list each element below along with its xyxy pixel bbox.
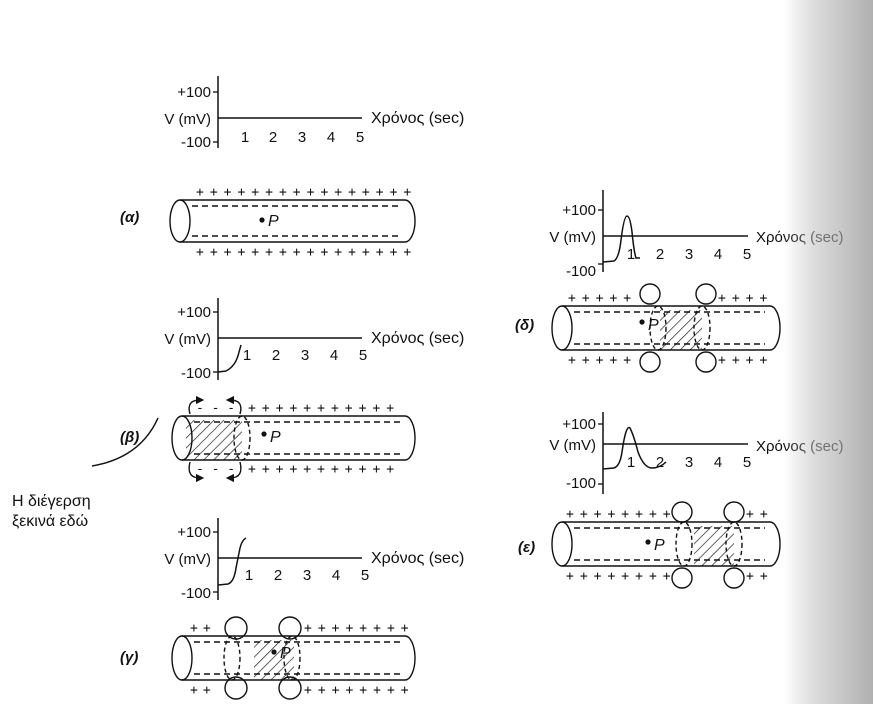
graph-c-tick: 3 bbox=[303, 567, 311, 584]
graph-a-tick: 5 bbox=[356, 129, 364, 146]
axon-d-plus-top-right: ++++ bbox=[718, 291, 773, 306]
axon-c-plus-bottom-left: ++ bbox=[190, 683, 216, 698]
graph-a-vtop-label: +100 bbox=[177, 84, 211, 101]
annotation-line-1: Η διέγερση bbox=[12, 493, 91, 510]
graph-b: +100 V (mV) -100 Χρόνος (sec) 1 2 3 4 5 bbox=[164, 298, 464, 382]
graph-b-tick: 4 bbox=[330, 347, 338, 364]
graph-c-tick: 4 bbox=[332, 567, 340, 584]
graph-b-v-label: V (mV) bbox=[164, 331, 211, 348]
graph-c-tick: 1 bbox=[245, 567, 253, 584]
scan-shadow-edge bbox=[783, 0, 873, 704]
point-p-e bbox=[645, 539, 650, 544]
graph-e-tick: 5 bbox=[743, 454, 751, 471]
point-p-b bbox=[261, 431, 266, 436]
graph-a-tick: 3 bbox=[298, 129, 306, 146]
point-p-b-label: P bbox=[270, 429, 281, 446]
graph-c-v-label: V (mV) bbox=[164, 551, 211, 568]
graph-a-v-label: V (mV) bbox=[164, 111, 211, 128]
graph-c-vtop-label: +100 bbox=[177, 524, 211, 541]
axon-e-plus-bottom-right: ++ bbox=[746, 569, 774, 584]
axon-a-plus-top: ++++++++++++++++ bbox=[196, 185, 417, 200]
graph-e-tick: 1 bbox=[627, 454, 635, 471]
graph-c-tick: 2 bbox=[274, 567, 282, 584]
graph-d-v-label: V (mV) bbox=[549, 229, 596, 246]
point-p-d bbox=[639, 319, 644, 324]
axon-e-plus-bottom-left: ++++++++ bbox=[566, 569, 677, 584]
axon-c-plus-top-right: ++++++++ bbox=[304, 621, 415, 636]
graph-c-vbottom-label: -100 bbox=[181, 585, 211, 602]
graph-b-vbottom-label: -100 bbox=[181, 365, 211, 382]
graph-b-tick: 2 bbox=[272, 347, 280, 364]
graph-d-tick: 4 bbox=[714, 246, 722, 263]
panel-label-b: (β) bbox=[120, 429, 139, 446]
graph-d-vtop-label: +100 bbox=[562, 202, 596, 219]
graph-e-vbottom-label: -100 bbox=[566, 475, 596, 492]
graph-e-vtop-label: +100 bbox=[562, 416, 596, 433]
graph-b-vtop-label: +100 bbox=[177, 304, 211, 321]
graph-b-tick: 3 bbox=[301, 347, 309, 364]
point-p-a bbox=[259, 217, 264, 222]
graph-d-tick: 5 bbox=[743, 246, 751, 263]
graph-a-time-label: Χρόνος (sec) bbox=[371, 110, 464, 127]
graph-a: +100 V (mV) -100 Χρόνος (sec) 1 2 3 4 5 bbox=[164, 76, 464, 151]
graph-c: +100 V (mV) -100 Χρόνος (sec) 1 2 3 4 5 bbox=[164, 518, 464, 602]
graph-d-vbottom-label: -100 bbox=[566, 263, 596, 280]
graph-a-tick: 2 bbox=[269, 129, 277, 146]
axon-a bbox=[170, 200, 415, 242]
panel-label-e: (ε) bbox=[518, 539, 535, 556]
axon-d-plus-top-left: +++++ bbox=[568, 291, 637, 306]
graph-d-tick: 3 bbox=[685, 246, 693, 263]
graph-e-v-label: V (mV) bbox=[549, 437, 596, 454]
axon-c-plus-top-left: ++ bbox=[190, 621, 216, 636]
panel-label-d: (δ) bbox=[515, 317, 534, 334]
axon-e-plus-top-right: ++ bbox=[746, 507, 774, 522]
graph-a-vbottom-label: -100 bbox=[181, 134, 211, 151]
graph-c-time-label: Χρόνος (sec) bbox=[371, 550, 464, 567]
point-p-c bbox=[271, 649, 276, 654]
axon-b-minus-top: - - - bbox=[196, 401, 235, 416]
graph-e-tick: 4 bbox=[714, 454, 722, 471]
axon-d-plus-bottom-left: +++++ bbox=[568, 353, 637, 368]
graph-a-tick: 1 bbox=[241, 129, 249, 146]
axon-b-plus-bottom: +++++++++++ bbox=[248, 462, 400, 477]
axon-b-minus-bottom: - - - bbox=[196, 462, 235, 477]
graph-b-time-label: Χρόνος (sec) bbox=[371, 330, 464, 347]
graph-a-tick: 4 bbox=[327, 129, 335, 146]
axon-e-plus-top-left: ++++++++ bbox=[566, 507, 677, 522]
axon-a-plus-bottom: ++++++++++++++++ bbox=[196, 245, 417, 260]
graph-b-tick: 5 bbox=[359, 347, 367, 364]
point-p-a-label: P bbox=[268, 213, 279, 230]
graph-b-tick: 1 bbox=[243, 347, 251, 364]
graph-d-tick: 1 bbox=[627, 246, 635, 263]
point-p-e-label: P bbox=[654, 537, 665, 554]
panel-label-c: (γ) bbox=[120, 649, 138, 666]
point-p-c-label: P bbox=[280, 645, 291, 662]
axon-d-plus-bottom-right: ++++ bbox=[718, 353, 773, 368]
axon-c-plus-bottom-right: ++++++++ bbox=[304, 683, 415, 698]
graph-e-tick: 3 bbox=[685, 454, 693, 471]
annotation-line-2: ξεκινά εδώ bbox=[12, 513, 88, 530]
point-p-d-label: P bbox=[648, 317, 659, 334]
graph-d-tick: 2 bbox=[656, 246, 664, 263]
graph-e-tick: 2 bbox=[656, 454, 664, 471]
graph-c-tick: 5 bbox=[361, 567, 369, 584]
panel-label-a: (α) bbox=[120, 209, 139, 226]
axon-b-plus-top: +++++++++++ bbox=[248, 401, 400, 416]
